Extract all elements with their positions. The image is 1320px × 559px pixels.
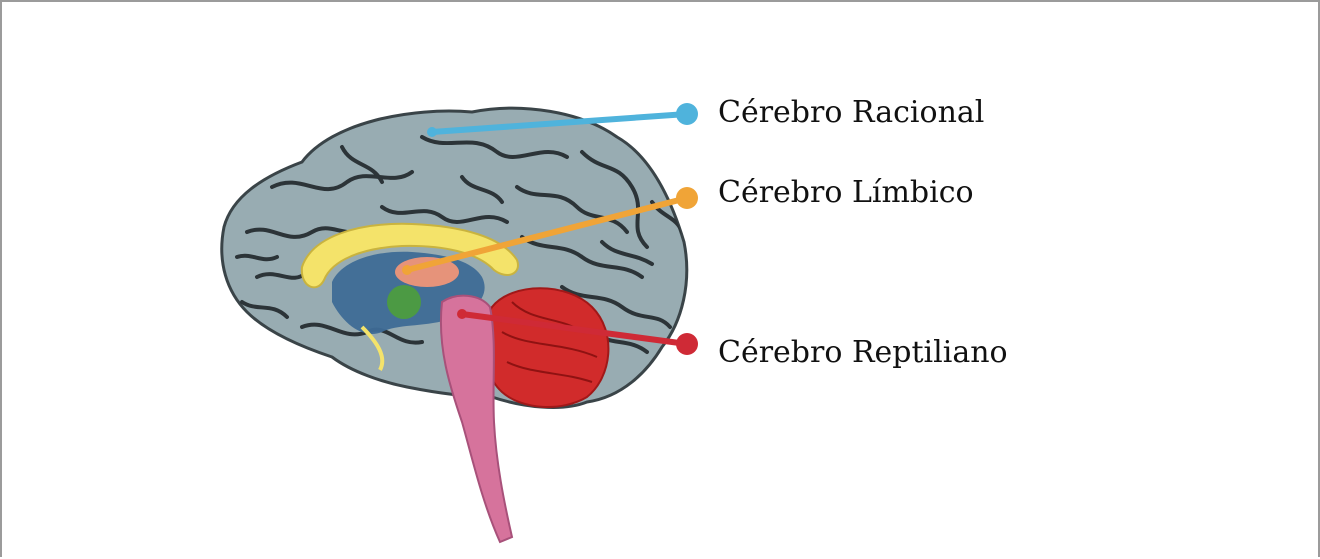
label-limbic-brain: Cérebro Límbico: [718, 178, 974, 208]
label-rational-brain: Cérebro Racional: [718, 98, 984, 128]
label-reptilian-brain: Cérebro Reptiliano: [718, 338, 1008, 368]
cerebellum-shape: [483, 288, 609, 407]
amygdala-shape: [387, 285, 421, 319]
